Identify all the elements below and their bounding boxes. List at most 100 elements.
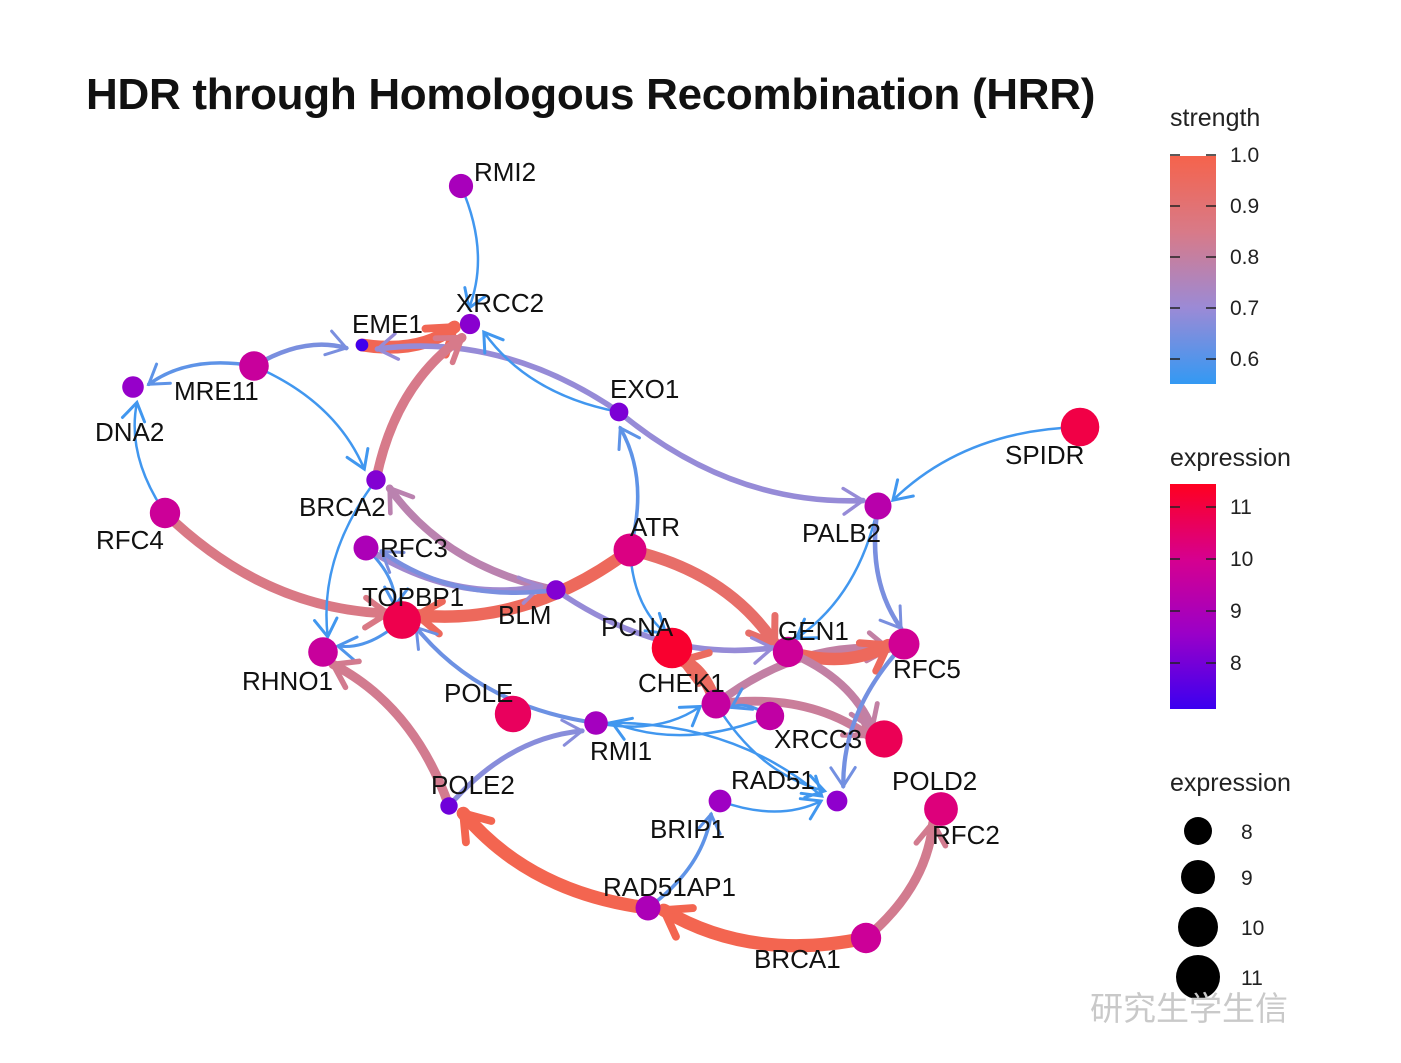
edge-line xyxy=(624,544,781,650)
node-label-spidr: SPIDR xyxy=(1005,440,1084,470)
node-rfc4 xyxy=(149,497,181,529)
node-pcna xyxy=(651,627,693,669)
edge-arrowhead xyxy=(120,399,147,424)
node-label-dna2: DNA2 xyxy=(95,417,164,447)
edge-line xyxy=(482,330,621,414)
legend-strength-ticks: 1.00.90.80.70.6 xyxy=(1170,144,1259,371)
node-label-pole: POLE xyxy=(444,678,513,708)
node-label-pole2: POLE2 xyxy=(431,770,515,800)
node-label-rfc5: RFC5 xyxy=(893,654,961,684)
node-brca2 xyxy=(366,470,386,490)
node-label-topbp1: TOPBP1 xyxy=(362,582,464,612)
node-label-mre11: MRE11 xyxy=(174,376,259,406)
node-rfc3 xyxy=(353,535,379,561)
node-palb2 xyxy=(864,492,892,520)
nodes-layer xyxy=(122,173,1100,954)
edge-arrowhead xyxy=(560,718,585,747)
edge-line xyxy=(891,425,1082,502)
edge-arrowhead xyxy=(374,332,401,361)
edge-palb2-rfc5 xyxy=(872,503,904,631)
edge-line xyxy=(374,343,622,415)
chart-title: HDR through Homologous Recombination (HR… xyxy=(86,70,1096,119)
edge-pole2-rhno1 xyxy=(328,658,454,811)
node-label-rmi1: RMI1 xyxy=(590,736,652,766)
edge-exo1-xrcc2 xyxy=(482,329,621,414)
edge-arrowhead xyxy=(432,334,466,366)
edge-arrowhead xyxy=(617,425,641,452)
edge-arrowhead xyxy=(458,807,496,847)
node-label-gen1: GEN1 xyxy=(778,616,849,646)
node-rad51ap1 xyxy=(635,895,661,921)
edge-rmi2-xrcc2 xyxy=(459,184,488,311)
legend-strength: strength 1.00.90.80.70.6 xyxy=(1170,104,1260,384)
node-label-blm: BLM xyxy=(498,600,551,630)
edge-arrowhead xyxy=(841,486,867,516)
edge-line xyxy=(252,364,366,471)
node-label-xrcc3: XRCC3 xyxy=(774,724,862,754)
edge-arrowhead xyxy=(335,635,359,662)
edge-arrowhead xyxy=(146,362,172,386)
node-atr xyxy=(613,533,647,567)
node-rhno1 xyxy=(308,637,338,667)
node-pole xyxy=(494,695,532,733)
edge-arrowhead xyxy=(794,617,819,640)
edge-line xyxy=(456,806,655,915)
edge-rad51ap1-brip1 xyxy=(646,811,722,910)
legend-expression-tick-label: 9 xyxy=(1230,600,1242,623)
edge-arrowhead xyxy=(323,329,349,357)
edges-layer xyxy=(120,184,1082,953)
edge-line xyxy=(594,721,824,798)
edge-line xyxy=(646,812,713,910)
edge-line xyxy=(841,641,907,789)
node-rfc2 xyxy=(924,792,958,826)
node-dna2 xyxy=(122,376,144,398)
legend-expression-color-title: expression xyxy=(1170,444,1291,472)
edge-mre11-eme1 xyxy=(251,329,349,369)
edge-pole2-rmi1 xyxy=(446,718,585,809)
node-label-rhno1: RHNO1 xyxy=(242,666,333,696)
node-brip1 xyxy=(708,789,732,813)
legend-size-label: 8 xyxy=(1241,821,1253,844)
edge-line xyxy=(610,714,772,737)
edge-line xyxy=(872,503,904,631)
edge-rfc5-rad51 xyxy=(829,641,907,790)
edge-line xyxy=(861,818,938,943)
node-label-rfc4: RFC4 xyxy=(96,525,164,555)
edge-mre11-brca2 xyxy=(252,364,370,472)
edge-arrowhead xyxy=(695,811,722,836)
node-label-brip1: BRIP1 xyxy=(650,814,725,844)
edge-arrowhead xyxy=(878,604,903,631)
legend-strength-tick-label: 0.9 xyxy=(1230,195,1259,218)
node-label-chek1: CHEK1 xyxy=(638,668,725,698)
edge-atr-gen1 xyxy=(624,544,781,650)
edge-arrowhead xyxy=(387,484,416,516)
node-exo1 xyxy=(609,402,629,422)
edge-line xyxy=(616,409,866,504)
legend-strength-tick-label: 0.7 xyxy=(1230,297,1259,320)
node-mre11 xyxy=(239,351,269,381)
legend-strength-colorbar xyxy=(1170,156,1216,384)
edge-line xyxy=(328,659,454,811)
edge-arrowhead xyxy=(463,286,488,311)
legend-expression-tick-label: 10 xyxy=(1230,548,1253,571)
edge-line xyxy=(371,332,467,485)
edge-spidr-palb2 xyxy=(890,425,1082,503)
node-rmi2 xyxy=(448,173,474,199)
node-label-palb2: PALB2 xyxy=(802,518,881,548)
edge-line xyxy=(459,184,480,310)
edge-brca1-rad51ap1 xyxy=(657,903,873,953)
edge-rmi1-rad51 xyxy=(594,721,824,798)
node-label-xrcc2: XRCC2 xyxy=(456,288,544,318)
edge-line xyxy=(411,543,637,623)
edge-exo1-palb2 xyxy=(616,409,867,516)
edge-line xyxy=(657,903,873,953)
edge-arrowhead xyxy=(855,639,894,675)
edge-arrowhead xyxy=(657,904,697,941)
node-label-rad51ap1: RAD51AP1 xyxy=(603,872,736,902)
node-label-eme1: EME1 xyxy=(352,309,423,339)
edge-arrowhead xyxy=(799,774,824,798)
node-label-atr: ATR xyxy=(630,512,680,542)
node-xrcc2 xyxy=(459,313,481,335)
